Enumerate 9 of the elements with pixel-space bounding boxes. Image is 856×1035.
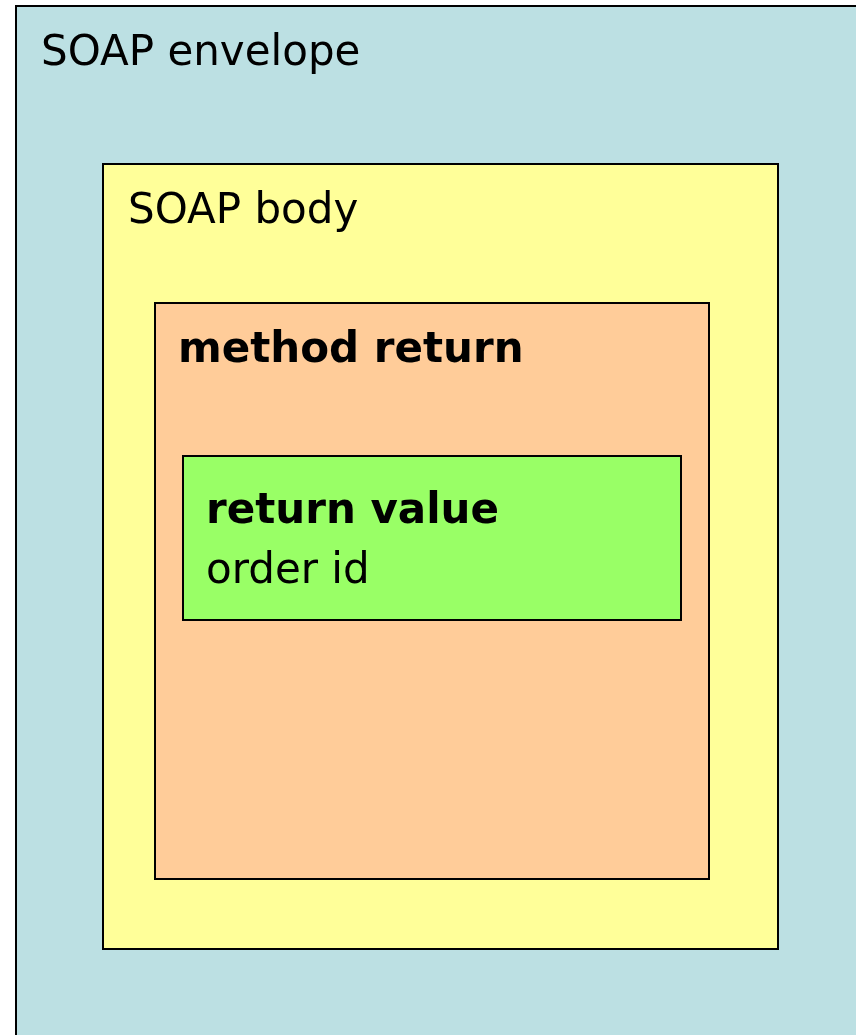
body-box bbox=[102, 163, 779, 950]
value-box bbox=[182, 455, 682, 621]
method-box bbox=[154, 302, 710, 880]
box-heading: SOAP body bbox=[128, 183, 359, 235]
box-text: order id bbox=[206, 543, 370, 595]
box-heading: SOAP envelope bbox=[41, 25, 361, 77]
box-heading: return value bbox=[206, 483, 499, 535]
envelope-box bbox=[15, 5, 856, 1035]
box-heading: method return bbox=[178, 322, 524, 374]
